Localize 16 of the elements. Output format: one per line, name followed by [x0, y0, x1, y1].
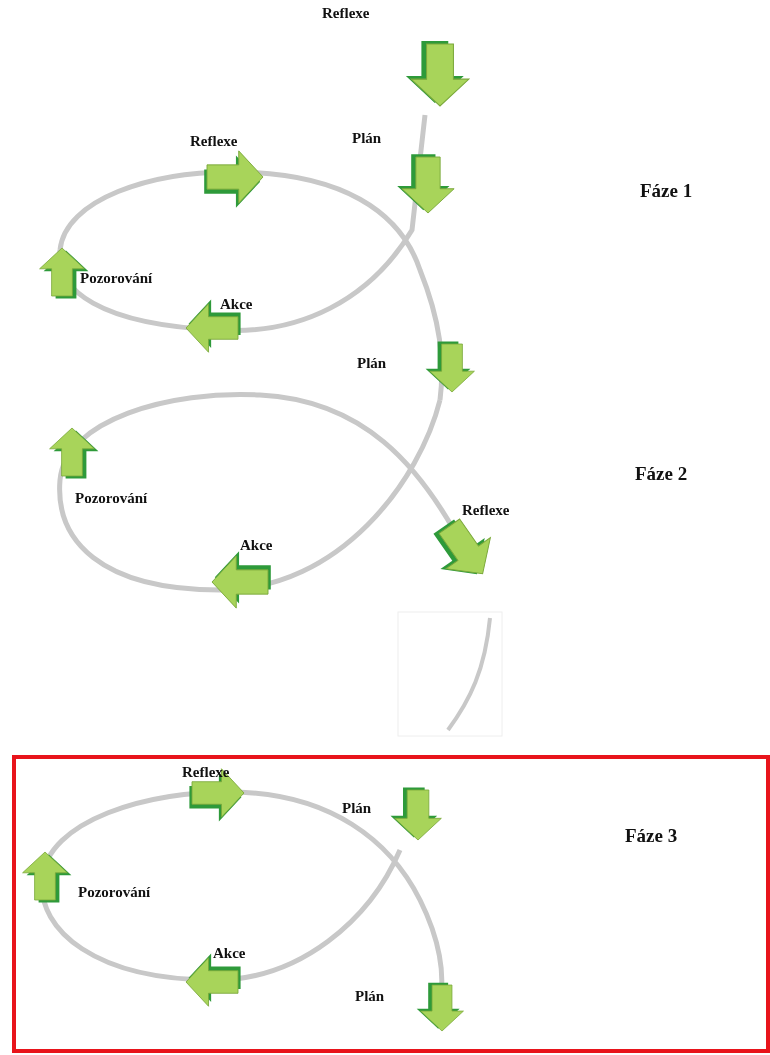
stage-label: Plán [355, 988, 385, 1005]
stage-label: Akce [240, 537, 273, 554]
stage-label: Pozorování [78, 884, 151, 901]
phase-label: Fáze 3 [625, 825, 678, 847]
stage-label: Akce [220, 296, 253, 313]
stage-label: Plán [342, 800, 372, 817]
phase-label: Fáze 1 [640, 180, 693, 202]
stage-label: Akce [213, 945, 246, 962]
stage-label: Reflexe [462, 502, 510, 519]
stage-label: Pozorování [80, 270, 153, 287]
stage-label: Plán [357, 355, 387, 372]
stage-label: Reflexe [322, 5, 370, 22]
stage-label: Plán [352, 130, 382, 147]
stage-label: Reflexe [190, 133, 238, 150]
stage-label: Pozorování [75, 490, 148, 507]
phase-label: Fáze 2 [635, 463, 688, 485]
